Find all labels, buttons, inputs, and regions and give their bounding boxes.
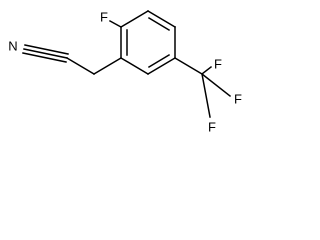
ring-bond-2-3 [146, 9, 177, 29]
ring-double-bond-4-5 [147, 53, 171, 69]
cyano-carbon-bond [65, 56, 96, 76]
cf3-bond-right [200, 72, 232, 98]
ring-to-cf3-bond [173, 56, 204, 76]
cf3-bond-top [200, 65, 213, 76]
ring-fluorine-label: F [100, 10, 108, 25]
ring-bond-4-5 [146, 56, 177, 76]
cf3-fluorine-bottom-label: F [208, 120, 216, 135]
nitrile-triple-bond-a [23, 48, 68, 59]
trifluoromethyl-group [173, 56, 232, 118]
nitrile-triple-bond-c [24, 44, 69, 55]
chemical-structure: F N F F F [8, 9, 242, 135]
ring-fluorine-bond [108, 19, 123, 29]
cf3-bond-bottom [201, 73, 211, 118]
nitrile-triple-bond-b [22, 52, 67, 63]
ring-bond-1-2 [119, 9, 150, 29]
ring-double-bond-2-3 [147, 16, 171, 32]
cf3-fluorine-right-label: F [234, 92, 242, 107]
cf3-fluorine-top-label: F [214, 57, 222, 72]
ring-bond-5-6 [119, 56, 150, 76]
benzene-ring [119, 9, 177, 76]
acetonitrile-group [22, 44, 123, 76]
nitrile-nitrogen-label: N [8, 39, 17, 54]
methylene-bond [92, 56, 123, 76]
